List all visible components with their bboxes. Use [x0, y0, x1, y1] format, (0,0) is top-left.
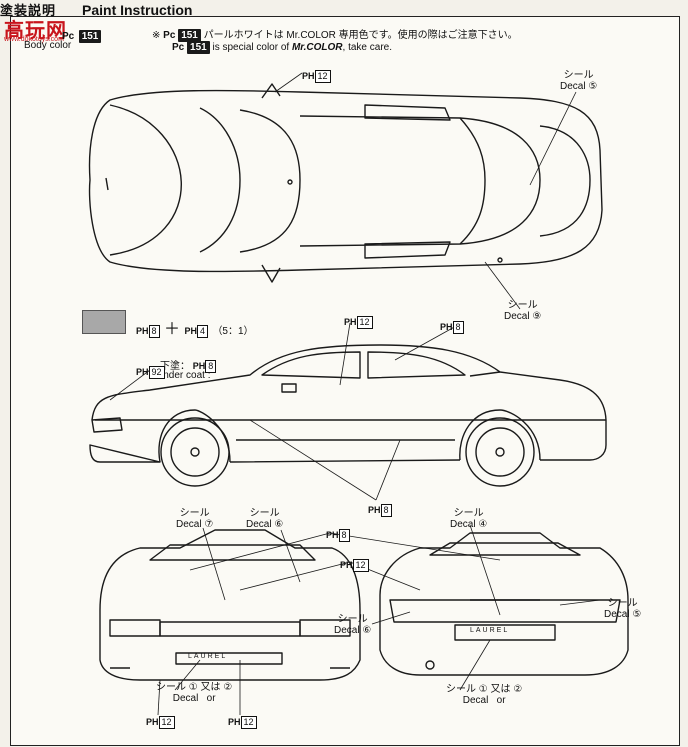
body-color-pc: Pc 151 — [62, 26, 102, 44]
ph-prefix-b: PH — [184, 326, 197, 336]
note-pc-code: 151 — [178, 29, 201, 42]
decal-or-rear: シール ① 又は ② Decal or — [446, 684, 523, 706]
top-view-body — [88, 89, 603, 273]
note-en-brand: Mr.COLOR — [291, 42, 343, 53]
ph-prefix-a: PH — [136, 326, 149, 336]
page-title: Paint Instruction — [82, 2, 193, 18]
body-color-label: Body color — [24, 40, 72, 51]
note-pc-prefix: Pc — [163, 30, 176, 41]
note-mark: ※ — [152, 30, 161, 41]
mix-plus: ＋ — [163, 321, 180, 338]
ph-code-8: 8 — [148, 325, 160, 338]
pc-code-box: 151 — [78, 30, 102, 43]
note-en-text2: , take care. — [342, 42, 392, 53]
side-view-body — [89, 344, 607, 463]
note-en-pc-code: 151 — [187, 41, 210, 54]
under-ph-code: 8 — [205, 360, 217, 373]
note-jp: ※ Pc 151 パールホワイトは Mr.COLOR 専用色です。使用の際はご注… — [152, 26, 518, 42]
gray-color-swatch — [82, 310, 126, 334]
note-jp-text: パールホワイトは Mr.COLOR 専用色です。使用の際はご注意下さい。 — [203, 30, 518, 41]
rear-view-body — [379, 532, 629, 676]
watermark-logo: 高玩网 — [4, 20, 67, 42]
rear-plate: LAUREL — [470, 627, 510, 634]
note-en: Pc 151 is special color of Mr.COLOR, tak… — [172, 41, 392, 54]
note-en-pc-prefix: Pc — [172, 42, 185, 53]
mix-ratio: （5：1） — [212, 326, 254, 337]
under-coat-en: Under coat : — [156, 370, 211, 381]
watermark-url: www.dokotoys.com — [4, 36, 64, 43]
note-en-text1: is special color of — [212, 42, 290, 53]
decal-or-front: シール ① 又は ② Decal or — [156, 682, 233, 704]
under-ph-prefix: PH — [192, 361, 206, 371]
pc-prefix: Pc — [62, 31, 75, 42]
front-plate: LAUREL — [188, 653, 228, 660]
front-view-body — [99, 529, 361, 681]
under-coat-jp-text: 下塗： — [160, 361, 190, 372]
jp-header: 塗装説明 — [0, 3, 57, 18]
ph-code-4: 4 — [196, 325, 208, 338]
